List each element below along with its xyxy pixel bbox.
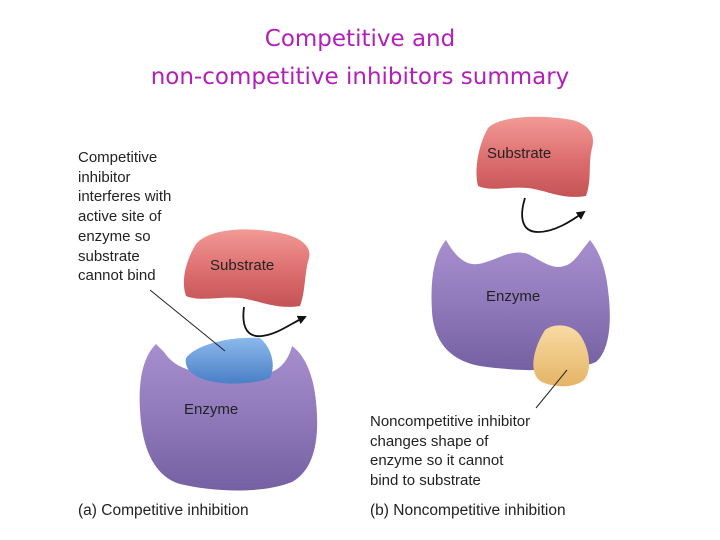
title-line-1: Competitive and [264,26,456,52]
panel-a: Substrate Enzyme [139,229,318,491]
substrate-label-b: Substrate [487,145,551,162]
enzyme-label-a: Enzyme [184,401,238,418]
noncompetitive-note-line: enzyme so it cannot [370,452,504,470]
noncompetitive-note: Noncompetitive inhibitor changes shape o… [370,412,530,491]
competitive-note-line: enzyme so [78,227,151,245]
enzyme-label-b: Enzyme [486,288,540,305]
noncompetitive-note-line: bind to substrate [370,472,481,490]
noncompetitive-note-line: Noncompetitive inhibitor [370,413,531,430]
caption-noncompetitive: (b) Noncompetitive inhibition [370,502,566,519]
substrate-shape-a [183,229,310,307]
substrate-arrow-b [521,197,586,233]
pointer-line-a [149,289,226,352]
noncompetitive-note-line: changes shape of [370,432,489,450]
competitive-note-line: inhibitor [78,168,131,186]
enzyme-shape-a [139,344,318,491]
competitive-note-line: active site of [78,208,162,226]
caption-competitive: (a) Competitive inhibition [78,502,249,519]
competitive-note-line: interferes with [78,188,172,206]
competitive-inhibitor-shape [185,337,273,384]
pointer-line-b [535,369,568,409]
substrate-shape-b [476,116,594,197]
noncompetitive-inhibitor-shape [533,325,590,387]
competitive-note: Competitive inhibitor interferes with ac… [78,148,171,286]
competitive-note-line: substrate [78,247,140,265]
substrate-arrow-a [242,306,307,337]
panel-b: Substrate Enzyme [431,116,610,409]
competitive-note-line: cannot bind [78,267,156,285]
competitive-note-line: Competitive [78,149,158,166]
title-line-2: non-competitive inhibitors summary [150,64,570,90]
slide-title: Competitive and non-competitive inhibito… [0,20,720,96]
substrate-label-a: Substrate [210,257,274,274]
